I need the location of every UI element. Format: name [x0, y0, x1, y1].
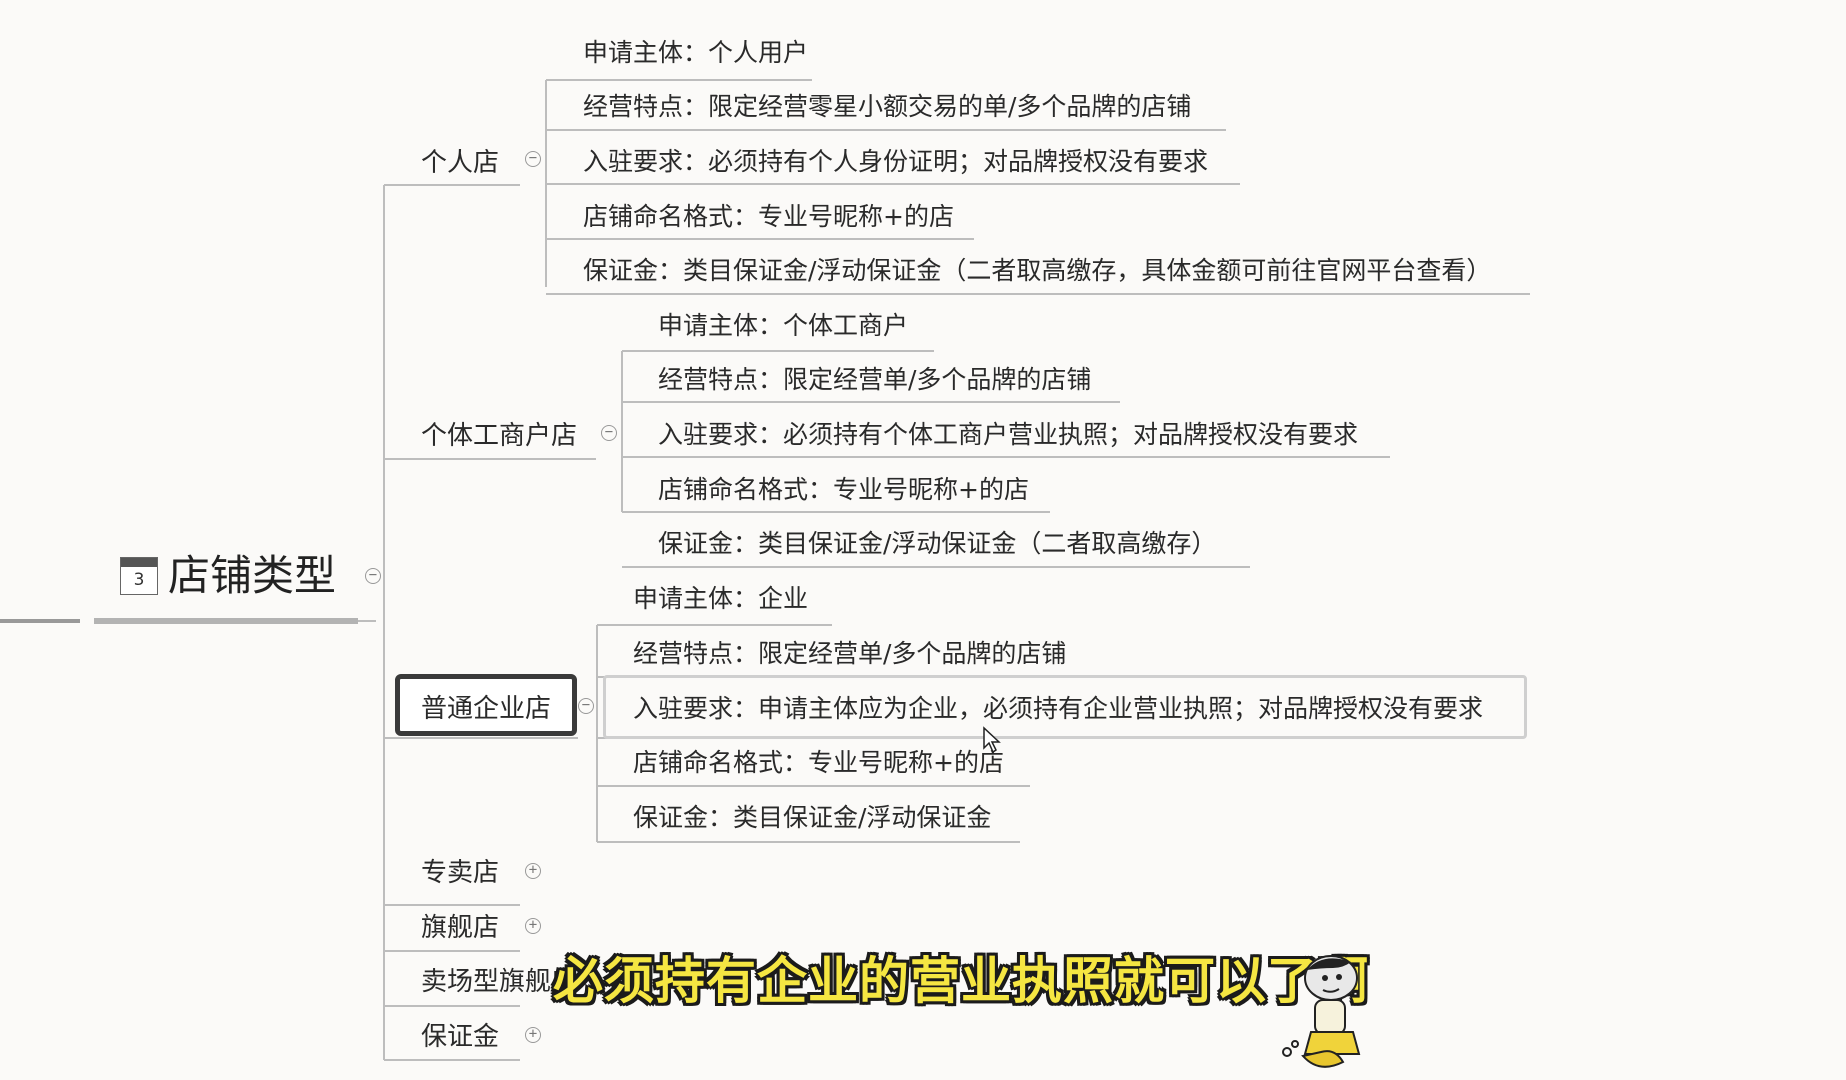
expand-icon[interactable]: + [525, 1027, 541, 1043]
video-subtitle: 必须持有企业的营业执照就可以了啊 [553, 952, 1369, 1010]
leaf-item[interactable]: 申请主体：企业 [633, 584, 809, 613]
expand-icon[interactable]: + [525, 863, 541, 879]
leaf-item[interactable]: 申请主体：个体工商户 [658, 311, 909, 340]
leaf-item[interactable]: 经营特点：限定经营单/多个品牌的店铺 [633, 639, 1067, 668]
calendar-badge: 3 [133, 570, 145, 590]
expand-icon[interactable]: + [525, 918, 541, 934]
leaf-item[interactable]: 入驻要求：必须持有个体工商户营业执照；对品牌授权没有要求 [658, 420, 1359, 449]
branch-individual-business-store[interactable]: 个体工商户店 [421, 421, 578, 451]
leaf-item[interactable]: 保证金：类目保证金/浮动保证金 [633, 803, 992, 832]
branch-personal-store[interactable]: 个人店 [421, 148, 500, 178]
leaf-item[interactable]: 经营特点：限定经营单/多个品牌的店铺 [658, 365, 1092, 394]
branch-regular-enterprise-store[interactable]: 普通企业店 [421, 694, 552, 724]
leaf-item[interactable]: 保证金：类目保证金/浮动保证金（二者取高缴存） [658, 529, 1217, 558]
branch-specialty-store[interactable]: 专卖店 [421, 858, 500, 888]
collapse-icon[interactable]: − [601, 425, 617, 441]
leaf-item[interactable]: 入驻要求：申请主体应为企业，必须持有企业营业执照；对品牌授权没有要求 [633, 694, 1484, 723]
leaf-item[interactable]: 店铺命名格式：专业号昵称+的店 [583, 202, 954, 231]
cartoon-mascot-icon [1282, 955, 1361, 1068]
calendar-icon: 3 [120, 557, 158, 595]
branch-flagship-store[interactable]: 旗舰店 [421, 913, 500, 943]
mouse-cursor-icon [983, 726, 1001, 754]
leaf-item[interactable]: 店铺命名格式：专业号昵称+的店 [658, 475, 1029, 504]
root-collapse-icon[interactable]: − [365, 568, 381, 584]
leaf-item[interactable]: 店铺命名格式：专业号昵称+的店 [633, 748, 1004, 777]
leaf-item[interactable]: 申请主体：个人用户 [583, 38, 809, 67]
selected-node-frame [395, 674, 577, 736]
leaf-item[interactable]: 经营特点：限定经营零星小额交易的单/多个品牌的店铺 [583, 92, 1192, 121]
leaf-item[interactable]: 入驻要求：必须持有个人身份证明；对品牌授权没有要求 [583, 147, 1209, 176]
root-node[interactable]: 3 店铺类型 [120, 548, 336, 604]
collapse-icon[interactable]: − [525, 151, 541, 167]
hover-highlight-frame [603, 675, 1527, 739]
branch-mall-flagship-store[interactable]: 卖场型旗舰店 [421, 967, 578, 997]
root-title: 店铺类型 [168, 551, 337, 600]
leaf-item[interactable]: 保证金：类目保证金/浮动保证金（二者取高缴存，具体金额可前往官网平台查看） [583, 256, 1492, 285]
collapse-icon[interactable]: − [578, 698, 594, 714]
branch-deposit[interactable]: 保证金 [421, 1022, 500, 1052]
